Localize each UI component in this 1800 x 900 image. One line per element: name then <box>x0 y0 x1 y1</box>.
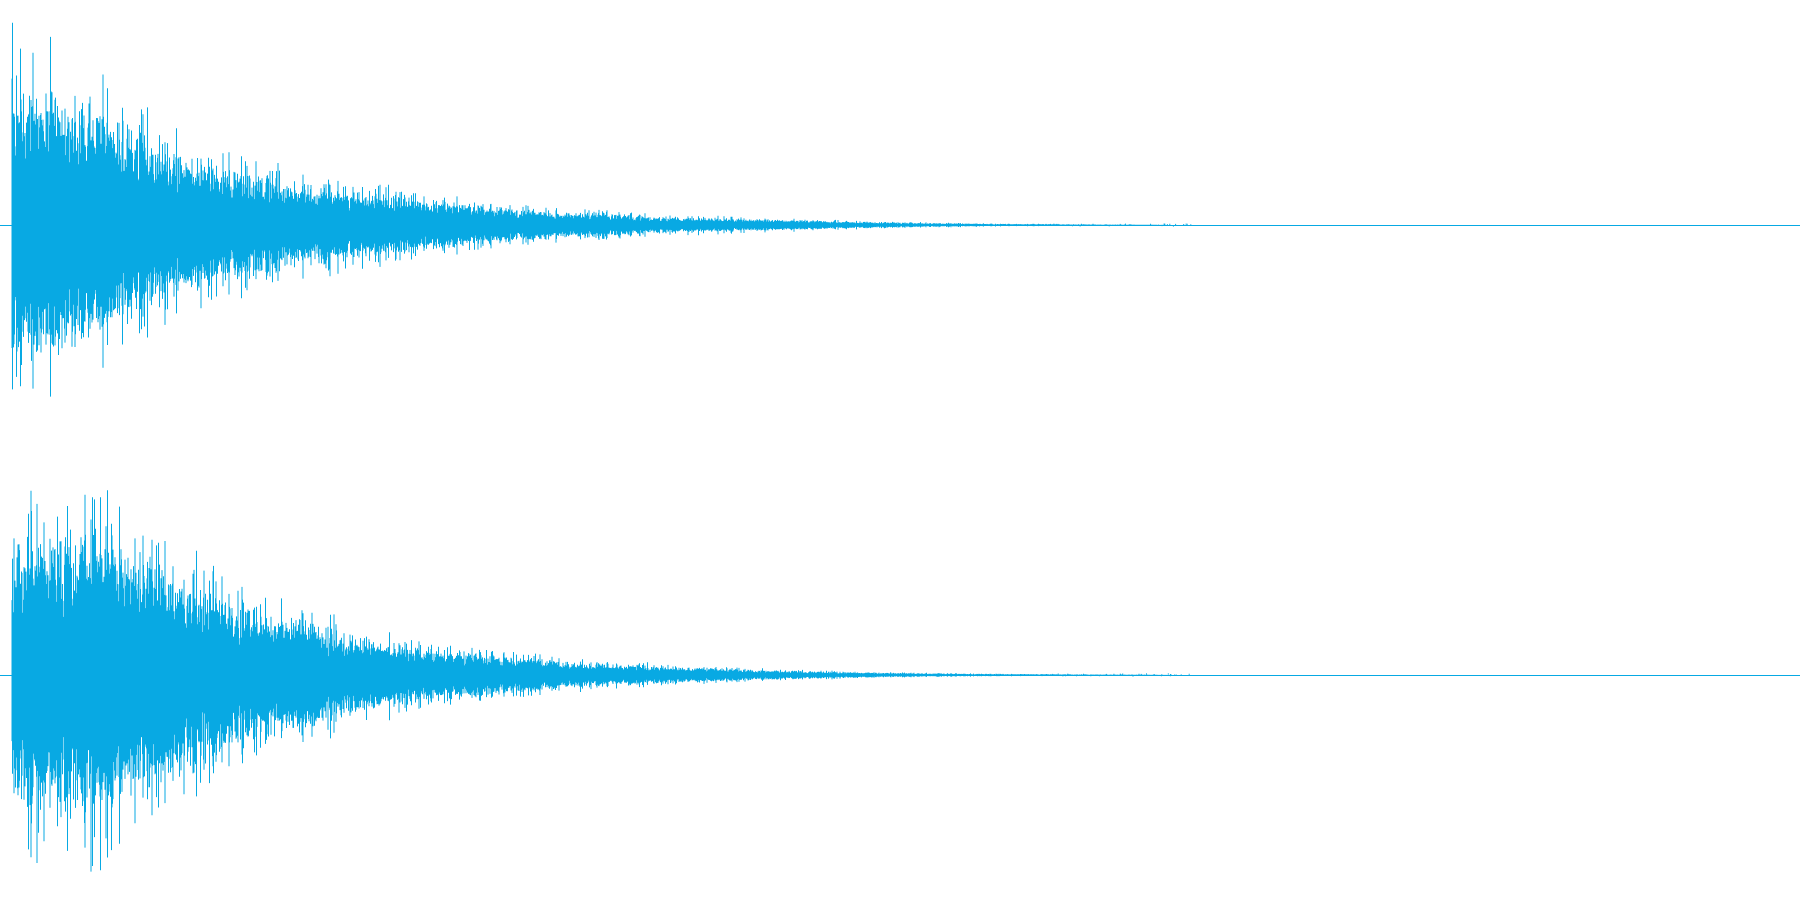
channel-1-tail-noise <box>1050 223 1192 227</box>
channel-2-samples <box>11 490 1168 872</box>
channel-2-tail-noise <box>1051 673 1190 677</box>
channel-2-waveform <box>0 490 1800 872</box>
channel-1-samples <box>11 22 1168 397</box>
channel-1-waveform <box>0 22 1800 397</box>
